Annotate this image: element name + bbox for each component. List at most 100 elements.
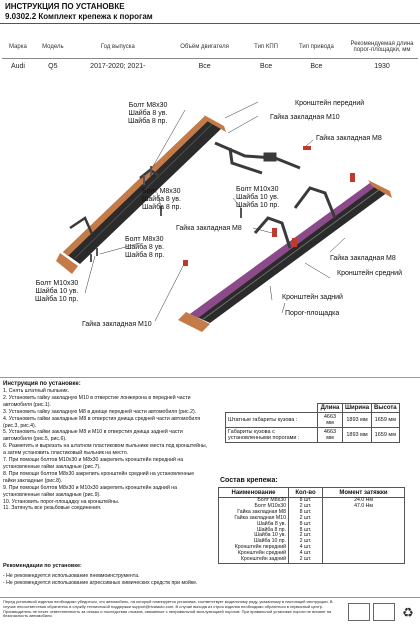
spec-data-row: Audi Q5 2017-2020; 2021- Все Все Все 193… <box>2 58 418 74</box>
comp-torque <box>322 509 405 516</box>
embedded-nuts <box>183 146 355 266</box>
spec-col-make: Марка <box>2 36 34 59</box>
comp-torque <box>322 557 405 565</box>
label-nut-m8-right: Гайка закладная М8 <box>316 135 382 142</box>
step: 6. Разметить и вырезать на штатном пласт… <box>3 443 208 457</box>
dim-value: 4663 мм <box>317 427 343 443</box>
section-rule <box>0 377 420 378</box>
label-nut-m10-top: Гайка закладная М10 <box>270 114 340 121</box>
label-bolt-1-washer-wide: Шайба 8 ув. <box>128 110 168 117</box>
spec-year: 2017-2020; 2021- <box>90 62 146 70</box>
dim-value: 1893 мм <box>341 412 373 428</box>
label-footboard: Порог-площадка <box>285 310 340 317</box>
comp-torque <box>322 539 405 546</box>
dim-col-length: Длина <box>317 403 343 413</box>
step: 5. Установить гайки закладные М8 и М10 в… <box>3 429 183 443</box>
instructions-title: Инструкция по установке: <box>3 381 81 387</box>
label-bolt-group-2: Болт М8х30 Шайба 8 ув. Шайба 8 пр. <box>142 188 181 212</box>
table-row: Шайба 8 ув.8 шт. <box>218 521 405 528</box>
left-running-board <box>56 115 226 274</box>
comp-torque <box>322 551 405 558</box>
spec-col-engine: Объём двигателя <box>163 36 246 59</box>
installation-illustration: Болт М8х30 Шайба 8 ув. Шайба 8 пр. Кронш… <box>0 88 420 378</box>
spec-col-year: Год выпуска <box>71 36 164 59</box>
front-bracket <box>214 141 301 175</box>
label-bolt-group-4: Болт М8х30 Шайба 8 ув. Шайба 8 пр. <box>125 236 164 260</box>
comp-qty: 2 шт. <box>288 556 323 565</box>
comp-torque <box>322 545 405 552</box>
step: 4. Установить гайки закладные М8 в отвер… <box>3 415 201 429</box>
step: 10. Установить порог-площадку на кронште… <box>3 498 120 505</box>
dim-label: Габариты кузова с установленными порогам… <box>225 427 318 443</box>
label-nut-m8-right-2: Гайка закладная М8 <box>330 255 396 262</box>
recycle-icon: ♻ <box>402 605 414 620</box>
right-running-board <box>178 180 392 332</box>
label-bolt-3-washer-wide: Шайба 10 ув. <box>236 194 279 201</box>
dim-label: Штатные габариты кузова : <box>225 412 318 428</box>
label-bolt-5-washer-flat: Шайба 10 пр. <box>35 296 79 303</box>
spec-engine: Все <box>198 62 211 70</box>
dim-row-stock: Штатные габариты кузова : 4663 мм 1893 м… <box>225 412 400 428</box>
label-bolt-2-washer-flat: Шайба 8 пр. <box>142 204 182 211</box>
recommendations-title: Рекомендации по установке: <box>3 563 82 569</box>
label-bolt-group-3: Болт М10х30 Шайба 10 ув. Шайба 10 пр. <box>236 186 279 210</box>
step: 8. При помощи болтов М8х30 закрепить кро… <box>3 470 195 484</box>
composition-title: Состав крепежа: <box>220 477 278 484</box>
instructions-list: 1. Снять штатный пыльник. 2. Установить … <box>3 388 208 512</box>
spec-col-drive: Тип привода <box>286 36 346 59</box>
comp-name: Кронштейн задний <box>218 556 289 565</box>
label-bolt-1-washer-flat: Шайба 8 пр. <box>128 118 168 125</box>
comp-header-row: Наименование Кол-во Момент затяжки <box>218 487 405 498</box>
spec-model: Q5 <box>48 62 58 70</box>
comp-torque: 24.0 Нм <box>322 497 405 504</box>
spec-make: Audi <box>10 62 25 70</box>
vehicle-spec-table: Марка Модель Год выпуска Объём двигателя… <box>2 36 418 74</box>
step: 1. Снять штатный пыльник. <box>3 388 70 394</box>
label-bolt-3-bolt: Болт М10х30 <box>236 186 279 193</box>
dim-col-height: Высота <box>371 403 400 413</box>
footer-disclaimer: Перед установкой изделия необходимо убед… <box>3 599 333 619</box>
comp-torque <box>322 521 405 528</box>
middle-brackets <box>253 186 337 249</box>
label-rear-bracket: Кронштейн задний <box>282 294 343 301</box>
dim-value: 1659 мм <box>371 427 400 443</box>
label-bolt-4-washer-wide: Шайба 8 ув. <box>125 244 164 251</box>
dim-value: 1659 мм <box>371 412 400 428</box>
recommendation: - Не рекомендуется использование агресси… <box>3 579 198 586</box>
dim-value: 4663 мм <box>317 412 343 428</box>
illustration-svg <box>56 101 392 332</box>
step: 3. Установить гайку закладную М8 в днище… <box>3 408 197 415</box>
step: 11. Затянуть все резьбовые соединения. <box>3 505 102 512</box>
table-row: Шайба 8 пр.8 шт. <box>218 527 405 534</box>
comp-torque: 47.0 Нм <box>322 503 405 510</box>
spec-header-row: Марка Модель Год выпуска Объём двигателя… <box>2 36 418 59</box>
step: 7. При помощи болтов М10х30 и М8х30 закр… <box>3 457 184 470</box>
bolts <box>90 166 242 262</box>
dim-col-width: Ширина <box>341 403 373 413</box>
dim-row-installed: Габариты кузова с установленными порогам… <box>225 427 400 443</box>
dim-value: 1893 мм <box>341 427 373 443</box>
header-rule <box>0 23 420 24</box>
comp-torque <box>322 515 405 522</box>
label-bolt-5-bolt: Болт М10х30 <box>35 280 79 287</box>
label-bolt-5-washer-wide: Шайба 10 ув. <box>35 288 79 295</box>
leader-lines <box>84 101 346 322</box>
label-bolt-3-washer-flat: Шайба 10 пр. <box>236 202 280 209</box>
footer-rule <box>0 597 420 598</box>
recommendation: - Не рекомендуется использование пневмои… <box>3 573 140 579</box>
label-bolt-2-washer-wide: Шайба 8 ув. <box>142 196 181 203</box>
label-middle-bracket: Кронштейн средний <box>337 270 402 277</box>
label-nut-m10-bottom: Гайка закладная М10 <box>82 321 152 328</box>
step: 2. Установить гайку закладную М10 в отве… <box>3 394 191 408</box>
comp-col-qty: Кол-во <box>288 487 323 498</box>
label-bolt-4-washer-flat: Шайба 8 пр. <box>125 252 165 259</box>
comp-col-name: Наименование <box>218 487 289 498</box>
table-row: Шайба 10 ув.2 шт. <box>218 533 405 540</box>
header-subtitle: 9.0302.2 Комплект крепежа к порогам <box>5 12 153 21</box>
comp-torque <box>322 533 405 540</box>
